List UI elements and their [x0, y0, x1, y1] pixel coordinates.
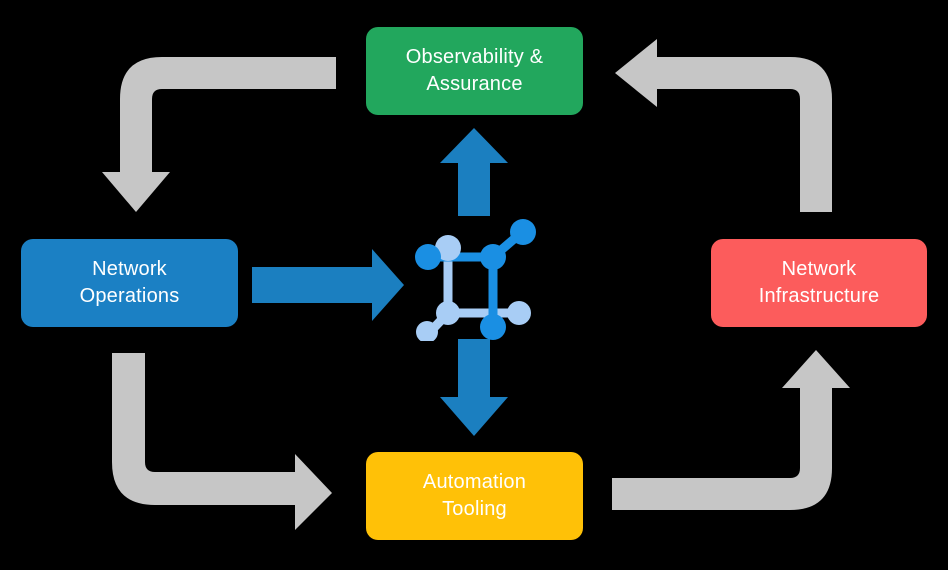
node-network-operations-label: Network Operations	[79, 258, 180, 307]
arrow-center-to-observability	[440, 128, 508, 216]
node-automation-tooling-label: Automation Tooling	[422, 471, 527, 520]
arrow-observability-to-operations	[102, 57, 336, 212]
topology-nodes-primary	[415, 219, 536, 340]
arrow-infrastructure-to-observability	[615, 39, 832, 212]
node-network-infrastructure[interactable]: Network Infrastructure	[711, 239, 927, 327]
node-observability-assurance-label: Observability & Assurance	[405, 46, 544, 95]
arrow-automation-to-infrastructure	[612, 350, 850, 510]
network-topology-icon	[415, 219, 536, 341]
arrow-operations-to-center	[252, 249, 404, 321]
node-observability-assurance[interactable]: Observability & Assurance	[366, 27, 583, 115]
arrow-operations-to-automation	[112, 353, 332, 530]
arrow-center-to-automation	[440, 339, 508, 436]
node-network-infrastructure-label: Network Infrastructure	[758, 258, 880, 307]
node-automation-tooling[interactable]: Automation Tooling	[366, 452, 583, 540]
topology-nodes-secondary	[416, 235, 531, 341]
node-network-operations[interactable]: Network Operations	[21, 239, 238, 327]
